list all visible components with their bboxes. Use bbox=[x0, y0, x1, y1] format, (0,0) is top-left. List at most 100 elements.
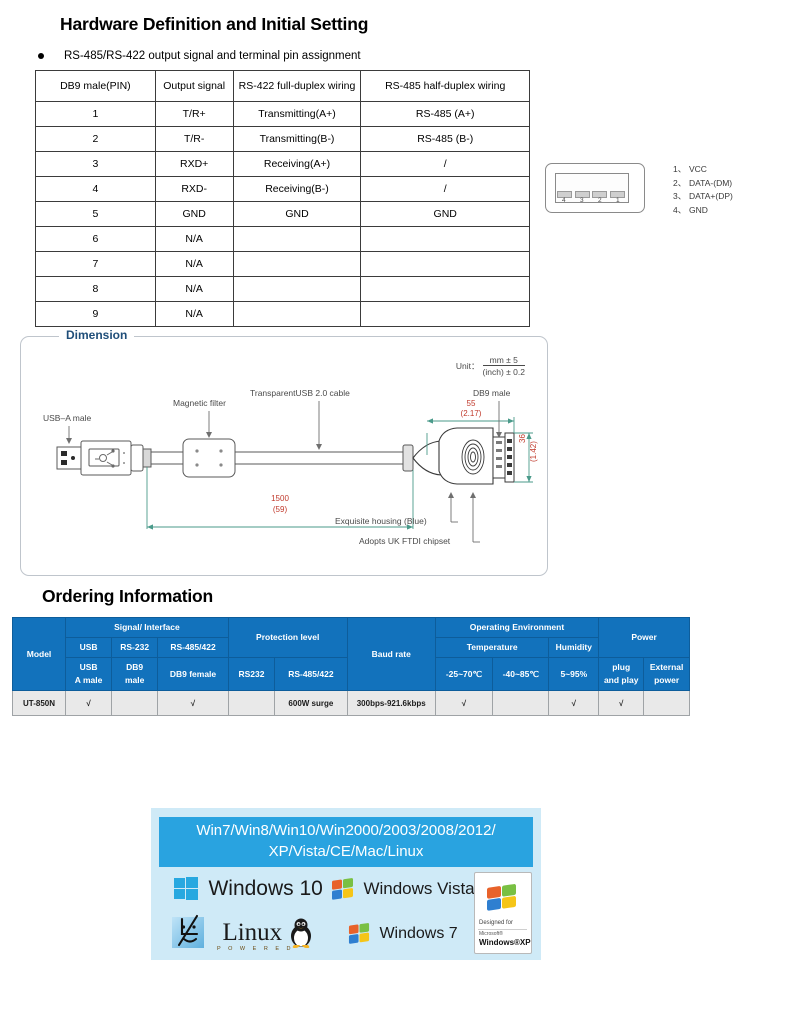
label-housing: Exquisite housing (Blue) bbox=[335, 516, 427, 526]
header-humidity-range: 5~95% bbox=[548, 657, 600, 691]
pin-cell: RXD+ bbox=[154, 151, 234, 177]
pin-cell: RXD- bbox=[154, 176, 234, 202]
measure-cable-length-mm: 1500 bbox=[271, 494, 289, 503]
cell-external-power bbox=[643, 690, 690, 716]
usb-contact-pin bbox=[609, 191, 625, 198]
header-humidity: Humidity bbox=[548, 637, 600, 658]
usb-legend-label: VCC bbox=[689, 164, 707, 174]
usb-legend-number: 4、 bbox=[673, 204, 687, 215]
pin-cell bbox=[360, 276, 530, 302]
dimension-panel: Dimension Unit： mm ± 5 (inch) ± 0.2 bbox=[20, 328, 548, 576]
usb-contact-pin bbox=[557, 191, 572, 198]
xp-badge-designed-for: Designed for bbox=[479, 920, 514, 926]
pin-cell: 8 bbox=[35, 276, 156, 302]
pin-table-header-row: DB9 male(PIN) Output signal RS-422 full-… bbox=[35, 70, 530, 102]
header-signal-interface: Signal/ Interface bbox=[65, 617, 229, 638]
header-temp-operating: -25~70℃ bbox=[434, 657, 494, 691]
cell-protection-rs485-422: 600W surge bbox=[274, 690, 348, 716]
xp-badge-windows-xp: Windows®XP bbox=[479, 938, 531, 947]
usb-legend-label: GND bbox=[689, 204, 708, 215]
windows-7-flag-icon bbox=[348, 923, 370, 944]
os-logo-row-group: Windows 10 Windows Vista bbox=[151, 870, 541, 960]
header-temp-storage: -40~85℃ bbox=[492, 657, 550, 691]
pin-table-header-cell: RS-485 half-duplex wiring bbox=[360, 70, 530, 102]
order-header-row-1: Model Signal/ Interface Protection level… bbox=[11, 617, 690, 691]
logo-windows-vista: Windows Vista bbox=[331, 877, 475, 901]
logo-linux-label: Linux bbox=[222, 919, 283, 946]
pin-table-header-cell: RS-422 full-duplex wiring bbox=[232, 70, 362, 102]
label-chipset: Adopts UK FTDI chipset bbox=[359, 536, 451, 546]
measure-height-mm: 36 bbox=[518, 434, 527, 443]
pin-cell: T/R- bbox=[154, 126, 234, 152]
cell-db9-male bbox=[111, 690, 159, 716]
pin-cell: Receiving(B-) bbox=[232, 176, 362, 202]
logo-designed-for-windows-xp: Designed for Microsoft® Windows®XP bbox=[474, 872, 532, 954]
header-operating-environment: Operating Environment bbox=[434, 617, 600, 638]
os-banner-title: Win7/Win8/Win10/Win2000/2003/2008/2012/ … bbox=[159, 817, 533, 867]
cell-temp-storage bbox=[492, 690, 550, 716]
unit-denominator: (inch) ± 0.2 bbox=[482, 367, 525, 377]
table-row: UT-850N √ √ 600W surge 300bps-921.6kbps … bbox=[11, 690, 690, 716]
usb-legend-number: 2、 bbox=[673, 177, 687, 188]
pin-cell: 5 bbox=[35, 201, 156, 227]
table-row: 4 RXD- Receiving(B-) / bbox=[35, 176, 530, 202]
header-usb: USB bbox=[65, 637, 113, 658]
logo-mac-linux: Linux P O W E R E D bbox=[171, 914, 314, 952]
pin-cell: 2 bbox=[35, 126, 156, 152]
table-row: 3 RXD+ Receiving(A+) / bbox=[35, 151, 530, 177]
pin-cell: N/A bbox=[154, 226, 234, 252]
cell-humidity: √ bbox=[548, 690, 600, 716]
bullet-list-item: RS-485/RS-422 output signal and terminal… bbox=[38, 50, 361, 62]
cell-temp-operating: √ bbox=[434, 690, 494, 716]
header-protection-rs485-422: RS-485/422 bbox=[274, 657, 348, 691]
usb-pin-number: 3 bbox=[580, 197, 584, 204]
windows-vista-flag-icon bbox=[332, 878, 353, 900]
pin-cell: N/A bbox=[154, 301, 234, 327]
header-rs485-422: RS-485/422 bbox=[157, 637, 229, 658]
header-power: Power bbox=[598, 617, 690, 658]
converter-strain-relief bbox=[402, 444, 414, 472]
pin-cell bbox=[360, 226, 530, 252]
pin-cell: 6 bbox=[35, 226, 156, 252]
usb-connector-pinout-figure: 4 3 2 1 1、VCC 2、DATA-(DM) 3、DATA+(DP) 4、… bbox=[545, 163, 775, 225]
measure-housing-mm: 55 bbox=[466, 399, 476, 408]
housing-length-dimension-line bbox=[426, 417, 515, 455]
bullet-dot-icon bbox=[38, 53, 44, 59]
xp-badge-microsoft: Microsoft® bbox=[479, 931, 503, 937]
dimension-panel-legend: Dimension bbox=[59, 328, 135, 342]
header-protection-rs232: RS232 bbox=[227, 657, 276, 691]
windows-10-flag-icon bbox=[174, 877, 198, 900]
logo-windows-10-label: Windows 10 bbox=[208, 877, 323, 900]
pin-cell: 9 bbox=[35, 301, 156, 327]
pin-cell: T/R+ bbox=[154, 101, 234, 127]
pin-cell: Receiving(A+) bbox=[232, 151, 362, 177]
usb-legend-row: 4、GND bbox=[673, 204, 733, 218]
cable-assembly-drawing bbox=[56, 401, 533, 543]
table-row: 5 GND GND GND bbox=[35, 201, 530, 227]
logo-windows-vista-label: Windows Vista bbox=[363, 879, 475, 898]
pin-cell: GND bbox=[232, 201, 362, 227]
pin-cell: Transmitting(A+) bbox=[232, 101, 362, 127]
leader-lines bbox=[66, 401, 502, 543]
pin-cell bbox=[232, 251, 362, 277]
header-temperature: Temperature bbox=[434, 637, 550, 658]
usb-connector-icon: 4 3 2 1 bbox=[545, 163, 645, 213]
os-compatibility-banner: Win7/Win8/Win10/Win2000/2003/2008/2012/ … bbox=[151, 808, 541, 960]
pin-cell: N/A bbox=[154, 276, 234, 302]
table-row: 1 T/R+ Transmitting(A+) RS-485 (A+) bbox=[35, 101, 530, 127]
pin-cell bbox=[232, 226, 362, 252]
cell-model: UT-850N bbox=[11, 690, 67, 716]
cell-usb-a-male: √ bbox=[65, 690, 113, 716]
usb-pin-number: 4 bbox=[562, 197, 566, 204]
usb-a-connector-drawing bbox=[56, 440, 132, 476]
label-usb-a-male: USB–A male bbox=[43, 413, 92, 423]
usb-pinout-legend: 1、VCC 2、DATA-(DM) 3、DATA+(DP) 4、GND bbox=[673, 163, 733, 217]
pin-cell bbox=[232, 276, 362, 302]
pin-cell: N/A bbox=[154, 251, 234, 277]
measure-height-inch: (1.42) bbox=[529, 441, 538, 462]
table-row: 8 N/A bbox=[35, 276, 530, 302]
ordering-information-table: Model Signal/ Interface Protection level… bbox=[11, 617, 690, 716]
usb-strain-relief bbox=[130, 444, 144, 472]
table-row: 6 N/A bbox=[35, 226, 530, 252]
pin-cell: GND bbox=[154, 201, 234, 227]
